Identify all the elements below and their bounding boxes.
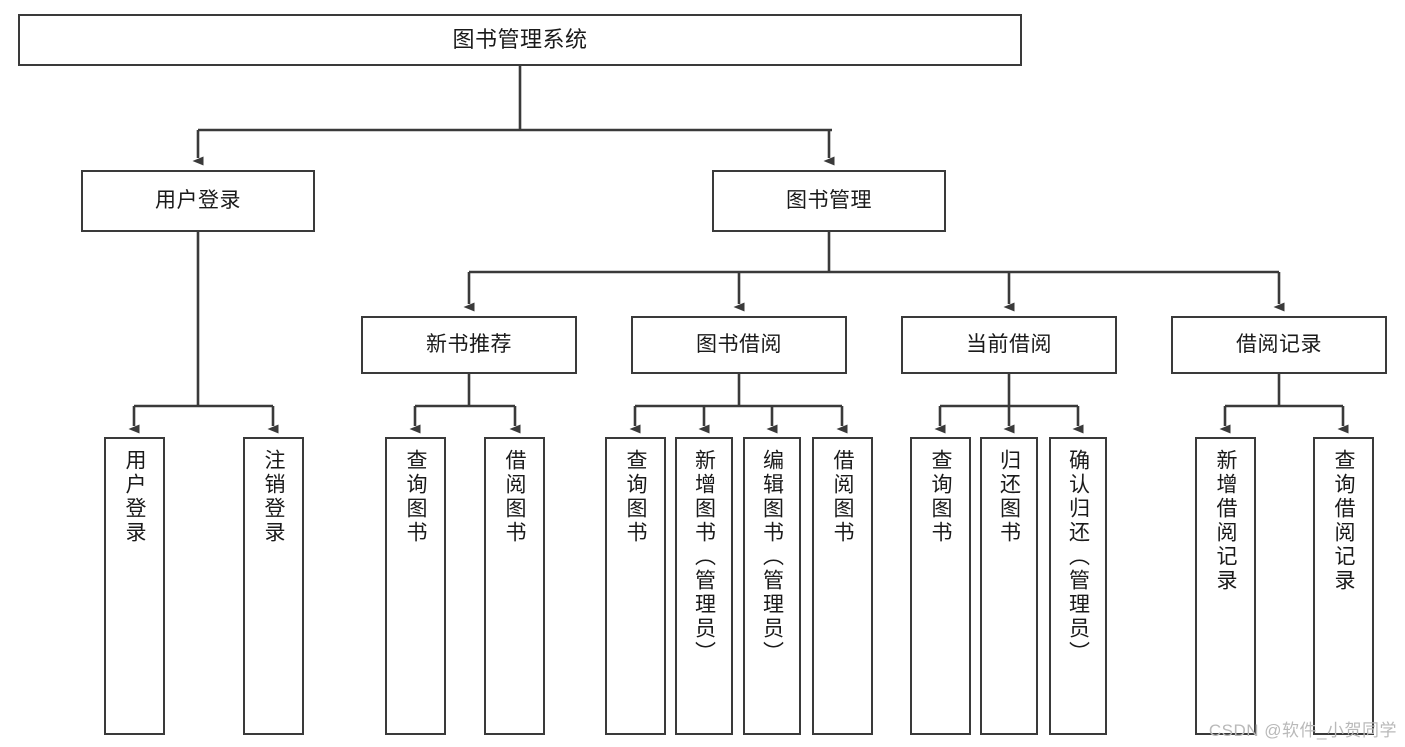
- node-label: 查询借阅记录: [1332, 449, 1355, 593]
- leaf-user-login[interactable]: 用户登录: [104, 437, 165, 735]
- node-label: 借阅记录: [1236, 332, 1322, 356]
- node-label: 注销登录: [262, 449, 285, 545]
- node-label: 新增图书（管理员）: [692, 449, 716, 665]
- node-label: 新书推荐: [426, 332, 512, 356]
- node-user-login[interactable]: 用户登录: [81, 170, 315, 232]
- node-label: 编辑图书（管理员）: [760, 449, 784, 665]
- leaf-query-borrowing-record[interactable]: 查询借阅记录: [1313, 437, 1374, 735]
- node-current-borrowing[interactable]: 当前借阅: [901, 316, 1117, 374]
- leaf-query-book-new-recommendation[interactable]: 查询图书: [385, 437, 446, 735]
- node-root-book-management-system[interactable]: 图书管理系统: [18, 14, 1022, 66]
- node-label: 用户登录: [155, 188, 241, 212]
- leaf-return-book[interactable]: 归还图书: [980, 437, 1038, 735]
- leaf-query-book-borrowing[interactable]: 查询图书: [605, 437, 666, 735]
- node-label: 图书管理系统: [452, 27, 588, 53]
- node-label: 查询图书: [929, 449, 952, 545]
- node-label: 归还图书: [997, 449, 1021, 545]
- leaf-borrow-book-borrowing[interactable]: 借阅图书: [812, 437, 873, 735]
- leaf-confirm-return-admin[interactable]: 确认归还（管理员）: [1049, 437, 1107, 735]
- node-label: 当前借阅: [966, 332, 1052, 356]
- leaf-add-book-admin[interactable]: 新增图书（管理员）: [675, 437, 733, 735]
- leaf-add-borrowing-record[interactable]: 新增借阅记录: [1195, 437, 1256, 735]
- node-label: 借阅图书: [503, 449, 526, 545]
- leaf-edit-book-admin[interactable]: 编辑图书（管理员）: [743, 437, 801, 735]
- node-label: 新增借阅记录: [1214, 449, 1237, 593]
- node-label: 确认归还（管理员）: [1066, 449, 1090, 665]
- node-book-borrowing[interactable]: 图书借阅: [631, 316, 847, 374]
- node-book-management[interactable]: 图书管理: [712, 170, 946, 232]
- leaf-borrow-book-new-recommendation[interactable]: 借阅图书: [484, 437, 545, 735]
- node-label: 图书管理: [786, 188, 872, 212]
- node-label: 借阅图书: [831, 449, 854, 545]
- node-label: 用户登录: [123, 449, 146, 545]
- node-borrowing-record[interactable]: 借阅记录: [1171, 316, 1387, 374]
- node-new-book-recommendation[interactable]: 新书推荐: [361, 316, 577, 374]
- leaf-logout[interactable]: 注销登录: [243, 437, 304, 735]
- csdn-watermark: CSDN @软件_小贺同学: [1208, 721, 1397, 740]
- node-label: 查询图书: [624, 449, 647, 545]
- leaf-query-book-current[interactable]: 查询图书: [910, 437, 971, 735]
- node-label: 图书借阅: [696, 332, 782, 356]
- node-label: 查询图书: [404, 449, 427, 545]
